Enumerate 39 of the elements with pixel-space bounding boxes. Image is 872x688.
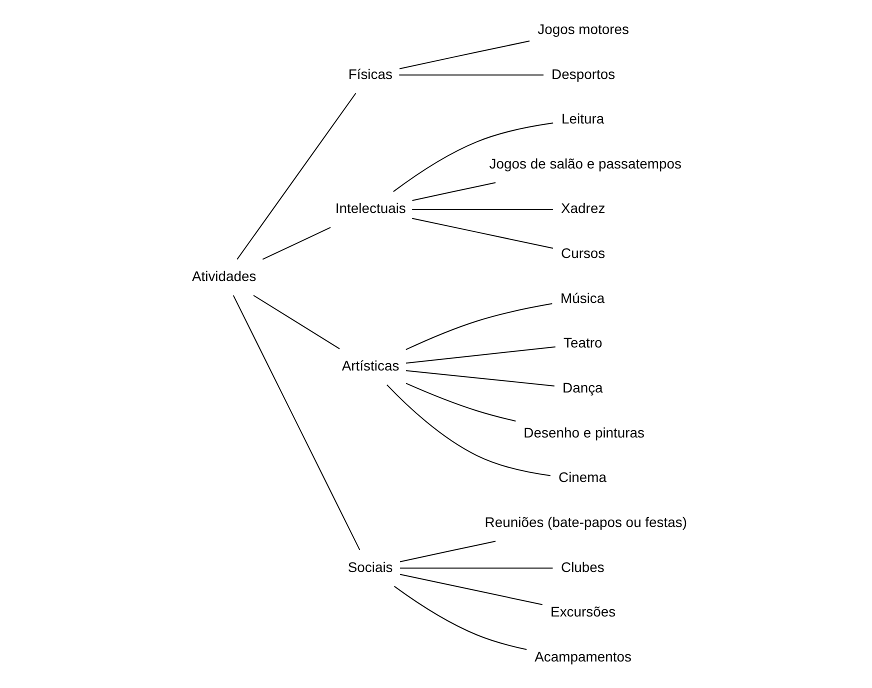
connector <box>406 382 516 422</box>
connector <box>406 346 556 364</box>
node-text: Xadrez <box>561 200 606 216</box>
node-text: Cinema <box>558 469 607 486</box>
node-text: Dança <box>562 380 603 396</box>
node-text: Teatro <box>564 334 602 351</box>
connector <box>394 586 528 650</box>
connector <box>406 370 555 387</box>
node-text: Clubes <box>561 558 604 575</box>
node-text: Físicas <box>348 66 392 82</box>
connector <box>412 218 554 249</box>
connector <box>392 122 554 192</box>
node-text: Jogos motores <box>538 20 630 37</box>
node-text: Jogos de salão e passatempos <box>489 155 682 172</box>
connector <box>399 40 530 70</box>
connector <box>236 92 356 260</box>
connector <box>400 574 543 606</box>
node-text: Cursos <box>561 245 606 262</box>
node-text: Acampamentos <box>534 648 632 664</box>
node-text: Excursões <box>550 604 616 620</box>
connector <box>412 182 496 201</box>
connector <box>400 540 496 562</box>
node-text: Reuniões (bate-papos ou festas) <box>484 514 688 530</box>
node-text: Desportos <box>552 66 616 82</box>
node-text: Sociais <box>348 558 393 575</box>
connector <box>412 209 554 210</box>
node-text: Desenho e pinturas <box>524 424 645 440</box>
connector <box>232 294 360 550</box>
node-text: Música <box>560 290 605 306</box>
connector <box>262 226 331 260</box>
node-text: Atividades <box>192 268 256 284</box>
connector <box>400 568 554 569</box>
connector <box>253 294 340 350</box>
connector <box>405 303 553 350</box>
node-text: Intelectuais <box>335 200 406 216</box>
connector <box>398 74 544 76</box>
node-text: Artísticas <box>342 358 400 374</box>
node-text: Leitura <box>562 110 604 127</box>
connector <box>386 384 551 476</box>
